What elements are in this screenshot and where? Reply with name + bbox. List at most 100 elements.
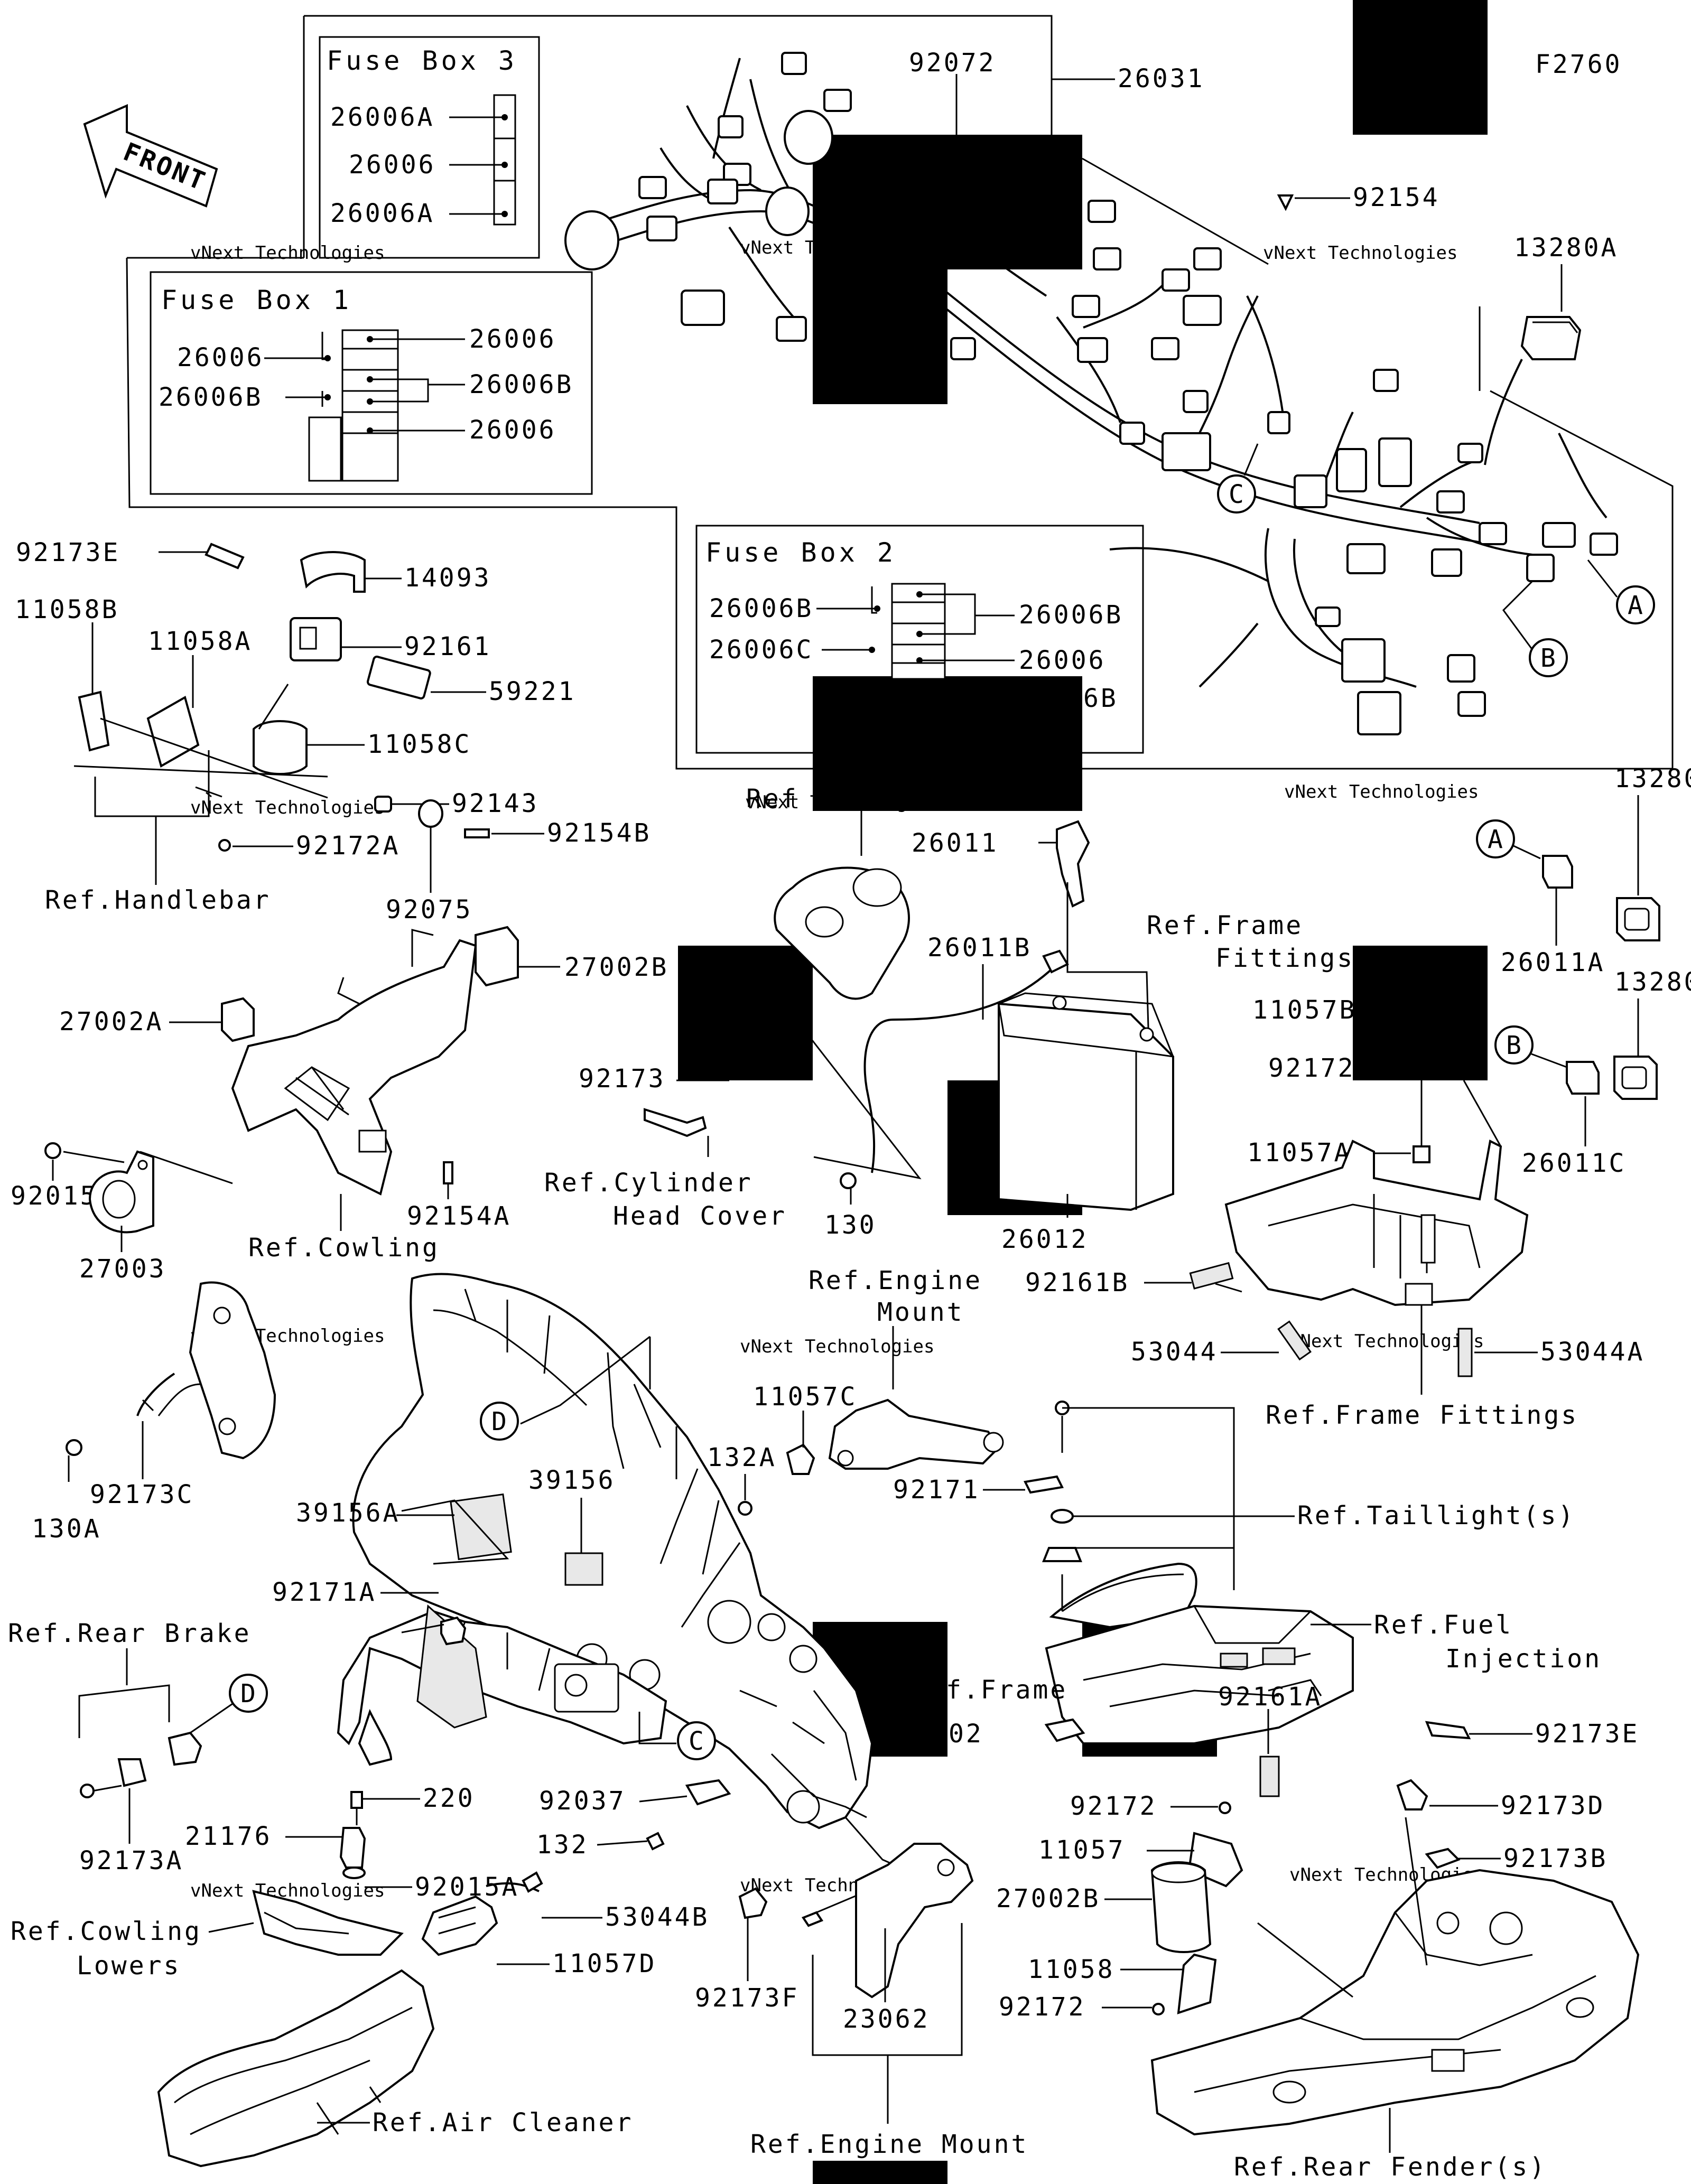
ref-label-partial: f.Frame: [946, 1675, 1067, 1705]
part-number: 26012: [1001, 1225, 1089, 1254]
part-number: 27002B: [996, 1884, 1100, 1914]
main-wiring-harness: [564, 52, 1618, 735]
connector: [1341, 638, 1386, 683]
connector: [707, 179, 738, 204]
redaction-block: [678, 946, 813, 1080]
bolt-icon: [646, 1832, 665, 1851]
connector: [1436, 490, 1465, 514]
battery-cable: [863, 966, 1055, 1173]
redaction-block: [813, 2161, 947, 2184]
ref-label: Mount: [877, 1298, 964, 1327]
connector: [1267, 411, 1290, 434]
watermark: vNext Technologies: [1263, 242, 1457, 264]
connector: [1183, 390, 1209, 413]
connector: [1542, 522, 1576, 548]
watermark: vNext Technologies: [190, 242, 385, 264]
bracket: [146, 695, 200, 768]
relay-cylinder: [765, 186, 810, 236]
grommet: [418, 799, 443, 828]
connector: [1077, 337, 1108, 363]
connector: [776, 316, 807, 342]
part-number: 11058C: [367, 730, 471, 759]
part-number: 26031: [1118, 64, 1205, 94]
fuse-box-2: Fuse Box 2 26006B 26006C 26006B 26006 6B: [695, 525, 1144, 754]
clamp: [205, 543, 245, 570]
watermark: vNext Technologies: [190, 1880, 385, 1901]
fuse-box-3-title: Fuse Box 3: [327, 45, 517, 76]
watermark: vNext Technologies: [740, 1336, 934, 1357]
part-number: 92172A: [296, 831, 400, 861]
pin: [339, 1827, 366, 1869]
connector: [1590, 533, 1618, 556]
part-number: 26006: [469, 415, 556, 445]
bolt-icon: [443, 1161, 453, 1184]
rear-brake-group: Ref.Rear Brake D 92173A: [8, 1619, 268, 1875]
clamp: [1044, 1718, 1085, 1742]
figure-id: F2760: [1535, 50, 1622, 79]
part-number: 132A: [707, 1443, 777, 1472]
part-number: 220: [423, 1784, 475, 1813]
connector: [823, 89, 852, 112]
frame-bracket: [189, 1281, 276, 1460]
part-number: 02: [949, 1719, 983, 1749]
battery-tray: [1224, 1140, 1529, 1306]
module: [366, 656, 431, 699]
redaction-block: [1353, 946, 1488, 1080]
ref-label: Ref.Cylinder: [544, 1168, 753, 1198]
part-number: 92173A: [79, 1846, 183, 1875]
part-number: 92172: [1070, 1791, 1157, 1821]
part-number: 53044: [1131, 1337, 1218, 1367]
ref-label: Ref.Cowling: [248, 1233, 440, 1263]
watermark: vNext Technologies: [190, 797, 385, 818]
part-number: 13280A: [1514, 233, 1618, 263]
bolt-icon: [1277, 194, 1294, 211]
connector: [1457, 691, 1486, 717]
part-number: 13280: [1614, 764, 1691, 794]
part-number: 11058B: [15, 595, 119, 624]
connector: [1431, 548, 1462, 577]
ref-label: Fittings: [1215, 944, 1354, 973]
connector: [1183, 295, 1222, 326]
part-number: 26011A: [1501, 948, 1605, 977]
front-arrow-icon: FRONT: [83, 104, 218, 208]
ref-label: Ref.Engine: [809, 1266, 982, 1295]
bolt-icon: [801, 1911, 824, 1927]
ref-label: Ref.Rear Fender(s): [1234, 2152, 1547, 2182]
connector: [1357, 691, 1401, 735]
part-number: 92173D: [1501, 1791, 1605, 1821]
part-number: 11057D: [552, 1949, 656, 1978]
rear-fender: [1150, 1869, 1640, 2136]
clamp: [168, 1731, 202, 1766]
part-number: 92172: [1268, 1053, 1355, 1083]
part-number: 11057B: [1252, 995, 1356, 1025]
connector: [1119, 422, 1145, 445]
part-number: 92173F: [695, 1983, 799, 2013]
connector-cap: [1542, 855, 1573, 889]
relay-cover: [1150, 1861, 1212, 1953]
part-number: 26006B: [1019, 600, 1123, 630]
part-number: 11057C: [753, 1382, 857, 1412]
relay: [475, 926, 519, 987]
clamp: [1425, 1721, 1471, 1740]
screw-icon: [1219, 1802, 1231, 1814]
washer: [1051, 1509, 1074, 1524]
tape: [1457, 1328, 1473, 1377]
part-number: 92154A: [407, 1201, 511, 1231]
label-sticker: [450, 1493, 512, 1561]
part-number: 23062: [843, 2004, 930, 2034]
screw-icon: [218, 839, 231, 852]
part-number: 26006B: [159, 382, 263, 412]
ref-label: Ref.Engine Mount: [750, 2130, 1028, 2159]
ref-label: Ref.Frame: [1147, 911, 1303, 940]
clip: [1396, 1779, 1428, 1810]
fuse-box-1-title: Fuse Box 1: [161, 285, 352, 315]
rubber-cap: [1520, 316, 1582, 360]
ref-label: Ref.Cowling: [11, 1917, 202, 1946]
part-number: 92143: [452, 789, 539, 818]
callout-letter: A: [1488, 825, 1505, 854]
callout-letter: D: [240, 1679, 258, 1709]
label-sticker: [564, 1552, 603, 1586]
part-number: 11058A: [148, 627, 252, 656]
connector: [1479, 522, 1507, 545]
